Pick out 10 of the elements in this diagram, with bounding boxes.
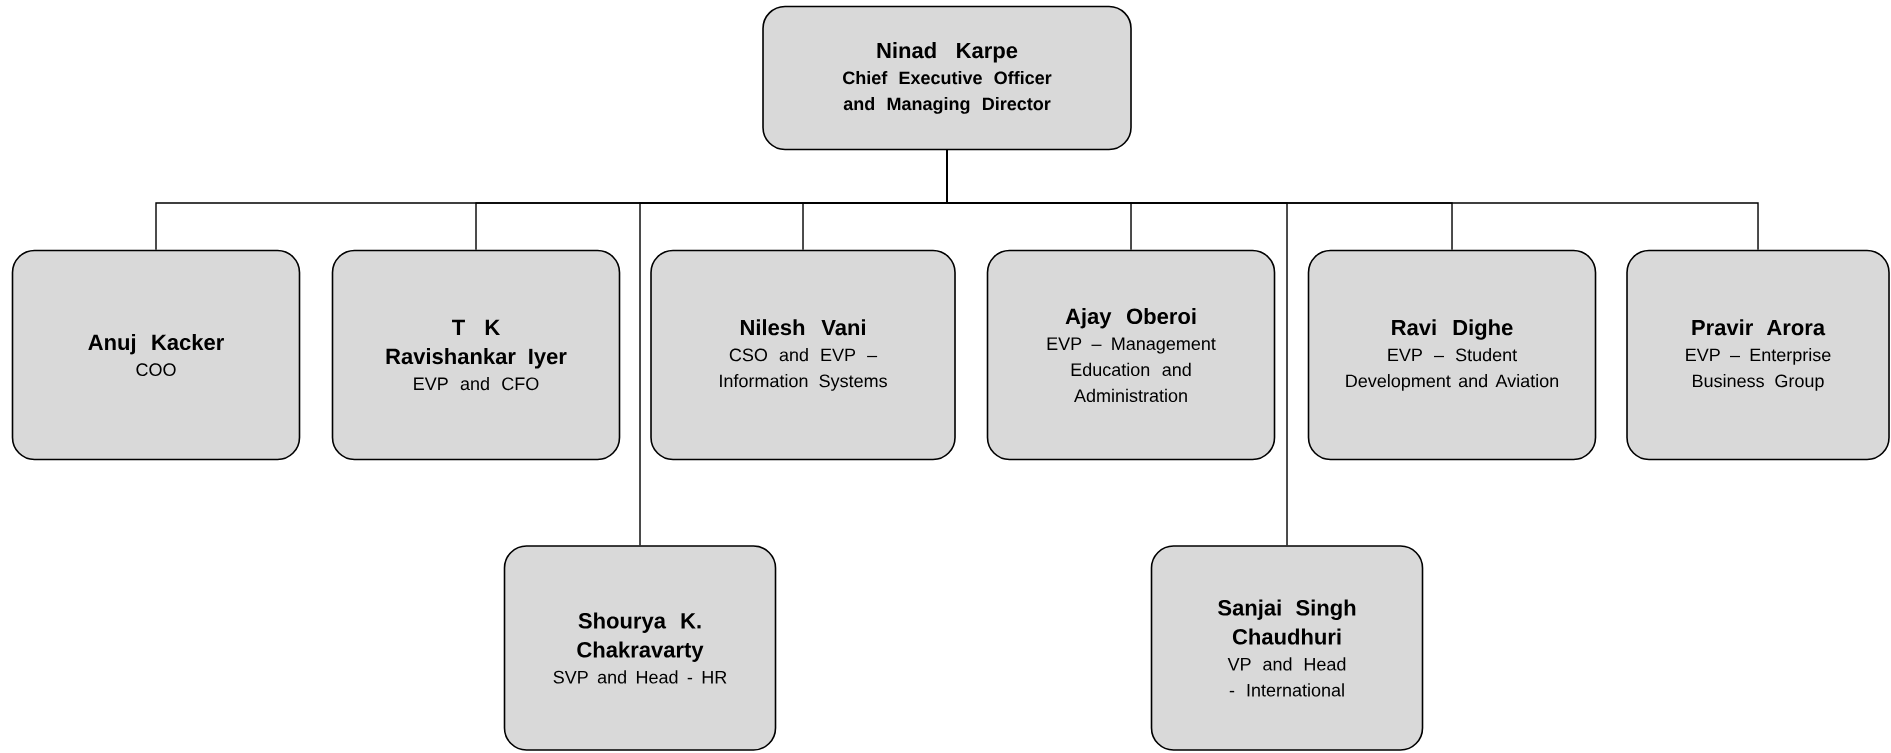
person-box: Anuj Kacker COO (11, 249, 301, 461)
person-box: Ravi Dighe EVP – Student Development and Aviation (1307, 249, 1597, 461)
person-box: T K Ravishankar Iyer EVP and CFO (331, 249, 621, 461)
person-box: Nilesh Vani CSO and EVP – Information Systems (650, 249, 956, 461)
person-box: Pravir Arora EVP – Enterprise Business Group (1626, 249, 1890, 461)
person-box: Shourya K. Chakravarty SVP and Head - HR (503, 545, 777, 751)
connector-line (946, 149, 1759, 251)
person-box: Ninad Karpe Chief Executive Officer and Managing Director (762, 5, 1132, 151)
person-box: Ajay Oberoi EVP – Management Education and Administration (986, 249, 1276, 461)
person-box: Sanjai Singh Chaudhuri VP and Head - International (1150, 545, 1424, 751)
